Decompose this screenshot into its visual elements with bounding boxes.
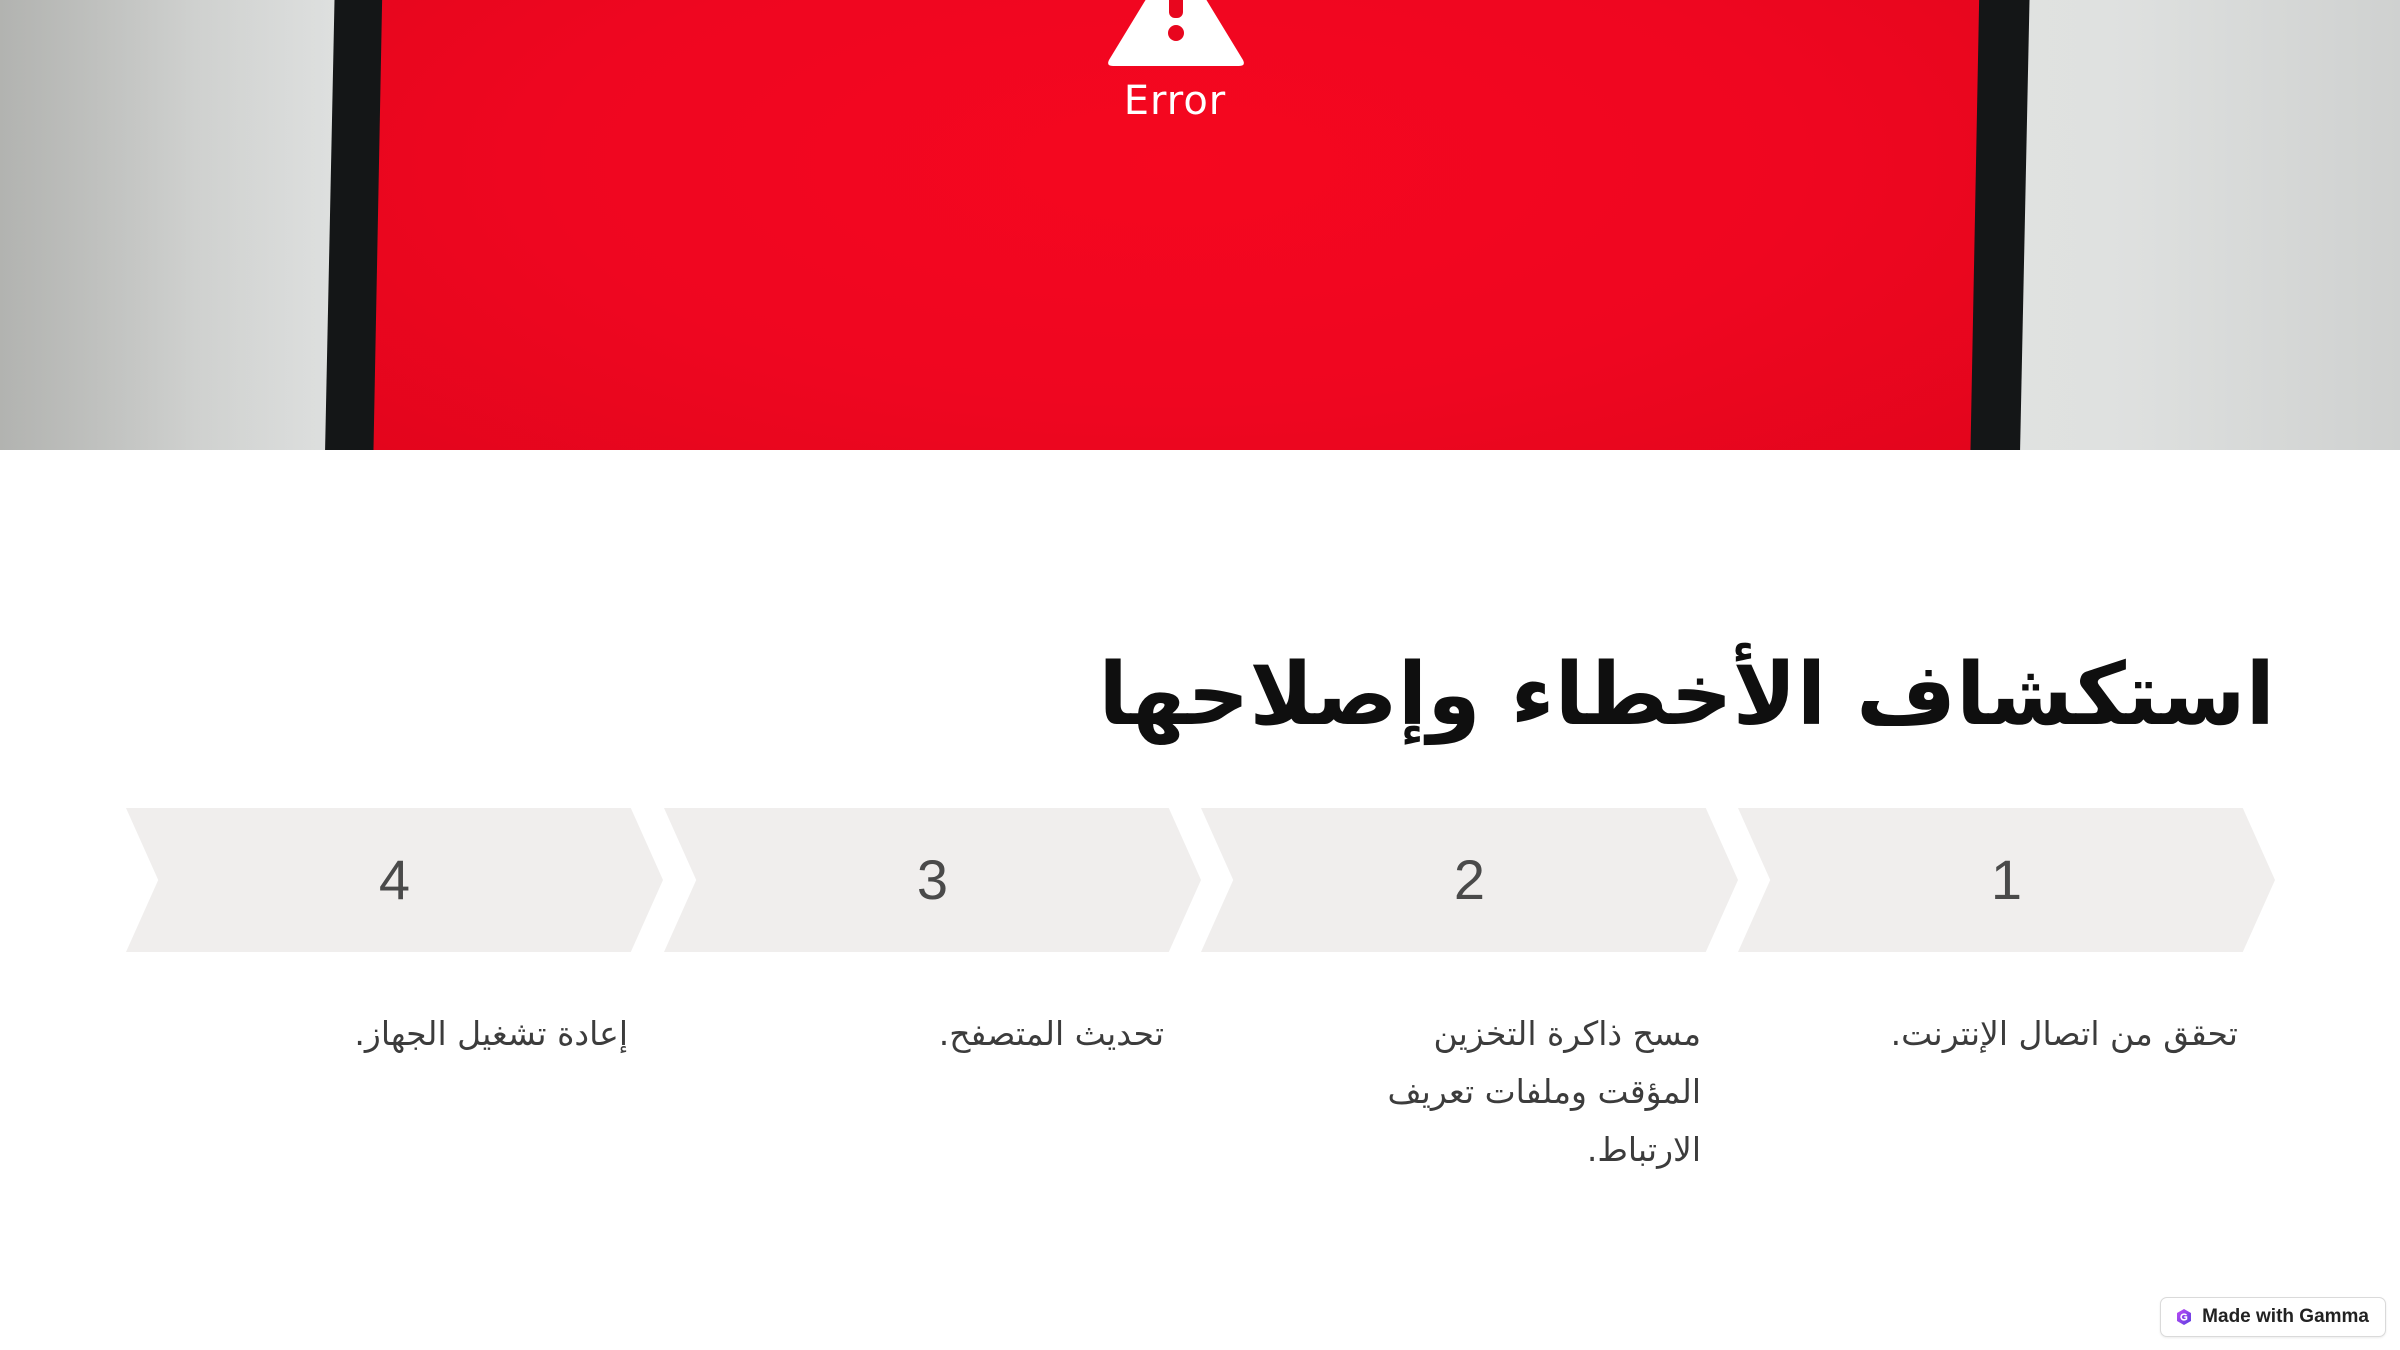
gamma-logo-icon xyxy=(2177,1309,2192,1325)
step-2-chevron: 2 xyxy=(1201,808,1738,952)
made-with-gamma-badge[interactable]: Made with Gamma xyxy=(2160,1297,2386,1337)
error-label: Error xyxy=(1123,78,1227,124)
warning-triangle-icon xyxy=(1108,0,1244,66)
monitor-screen xyxy=(373,0,1980,450)
step-4-text: إعادة تشغيل الجهاز. xyxy=(354,1014,628,1053)
step-1-number: 1 xyxy=(1990,848,2023,911)
step-1-chevron: 1 xyxy=(1738,808,2275,952)
step-4-chevron: 4 xyxy=(126,808,663,952)
page-title: استكشاف الأخطاء وإصلاحها xyxy=(1098,645,2275,745)
step-3-text: تحديث المتصفح. xyxy=(938,1014,1164,1053)
step-3-chevron: 3 xyxy=(664,808,1201,952)
badge-label: Made with Gamma xyxy=(2202,1306,2369,1327)
step-3-number: 3 xyxy=(916,848,949,911)
step-1-text: تحقق من اتصال الإنترنت. xyxy=(1890,1014,2238,1053)
step-4-number: 4 xyxy=(378,848,411,911)
steps-row: 1 2 3 4 xyxy=(0,808,2400,952)
step-2-number: 2 xyxy=(1453,848,1486,911)
step-2-text: مسح ذاكرة التخزين المؤقت وملفات تعريف ال… xyxy=(1387,1014,1701,1169)
hero-image: Error xyxy=(0,0,2400,450)
hero-shadow xyxy=(0,0,330,450)
